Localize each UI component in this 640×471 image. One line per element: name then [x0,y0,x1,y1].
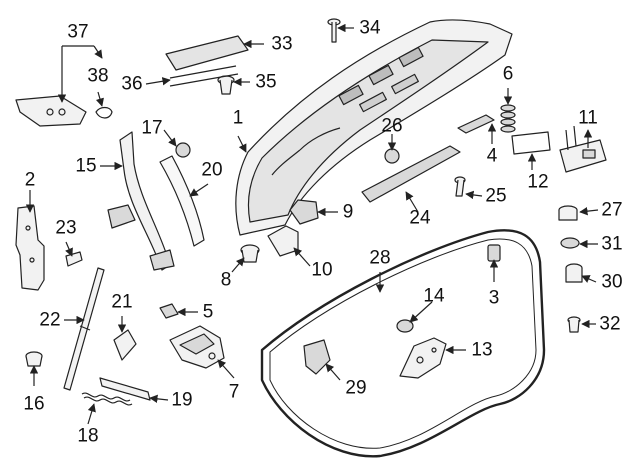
leader-10 [293,247,311,267]
pad-part [165,35,249,71]
callout-18: 18 [77,425,99,447]
cap-part [25,351,43,367]
callout-27: 27 [601,199,623,221]
leader-27 [579,206,599,216]
small-grommet-part [396,319,414,333]
callout-31: 31 [601,233,623,255]
callout-34: 34 [359,17,381,39]
hinge-trim-part [159,155,205,247]
callout-8: 8 [220,269,232,291]
bump-stop-part [384,148,400,164]
leader-1 [237,135,247,153]
callout-2: 2 [24,169,36,191]
callout-38: 38 [87,65,109,87]
leader-37b [93,45,103,59]
side-trim-part [15,205,45,291]
callout-4: 4 [486,145,498,167]
callout-11: 11 [578,107,598,129]
callout-32: 32 [599,313,621,335]
callout-5: 5 [202,301,214,323]
plug-32-part [567,316,581,333]
clip-part [487,244,501,262]
seal-part [260,229,546,458]
mount-part [267,225,299,257]
bushing-part [175,142,191,158]
callout-14: 14 [423,285,445,307]
leader-19 [149,394,169,404]
screw-34-part [327,18,341,43]
callout-29: 29 [345,377,367,399]
trunk-lid-part [235,19,513,236]
callout-12: 12 [527,171,549,193]
callout-6: 6 [502,63,514,85]
camera-assembly-part [559,125,607,173]
leader-36 [145,77,171,86]
callout-1: 1 [232,107,244,129]
small-bumper-part [159,303,179,319]
callout-24: 24 [409,207,431,229]
grommet-part [240,244,260,263]
rail-part [361,145,461,203]
hinge-part [107,131,175,271]
callout-20: 20 [201,159,223,181]
bracket-part [289,199,319,225]
leader-17 [163,129,177,147]
callout-19: 19 [171,389,193,411]
strips-part [169,65,239,87]
callout-35: 35 [255,71,277,93]
leader-8 [231,257,245,273]
disc-part [560,237,580,249]
callout-33: 33 [271,33,293,55]
callout-25: 25 [485,185,507,207]
callout-26: 26 [381,115,403,137]
leader-7 [217,359,235,379]
callout-21: 21 [111,291,133,313]
callout-13: 13 [471,339,493,361]
bumper-part [457,114,495,134]
callout-30: 30 [601,271,623,293]
striker-part [303,339,331,375]
label-plate-part [511,131,551,155]
stud-part [454,176,466,197]
callout-10: 10 [311,259,333,281]
leader-30 [581,275,597,283]
leader-24 [405,191,419,213]
callout-37: 37 [67,21,89,43]
leader-18 [87,403,96,425]
leader-29 [325,363,341,381]
leader-25 [465,190,483,200]
callout-23: 23 [55,217,77,239]
bolt-23-part [65,251,83,267]
gas-strut-part [63,267,105,391]
bulb-part [95,106,113,119]
coil-spring-part [81,392,133,406]
callout-17: 17 [141,117,163,139]
callout-9: 9 [342,201,354,223]
callout-3: 3 [488,287,500,309]
rod-part [99,377,151,401]
latch-part [169,325,225,369]
callout-16: 16 [23,393,45,415]
clip-21-part [113,329,137,361]
lock-bracket-part [399,337,447,379]
leader-20 [189,183,209,197]
lamp-housing-part [15,95,87,127]
spring-part [500,104,516,133]
callout-28: 28 [369,247,391,269]
callout-15: 15 [75,155,97,177]
plug-27-part [558,205,578,221]
callout-7: 7 [228,381,240,403]
leader-14 [409,301,433,323]
callout-22: 22 [39,309,61,331]
leader-23 [65,241,73,257]
grommet-30-part [565,263,583,283]
clip-35-part [217,75,235,95]
leader-38 [95,91,104,107]
callout-36: 36 [121,73,143,95]
